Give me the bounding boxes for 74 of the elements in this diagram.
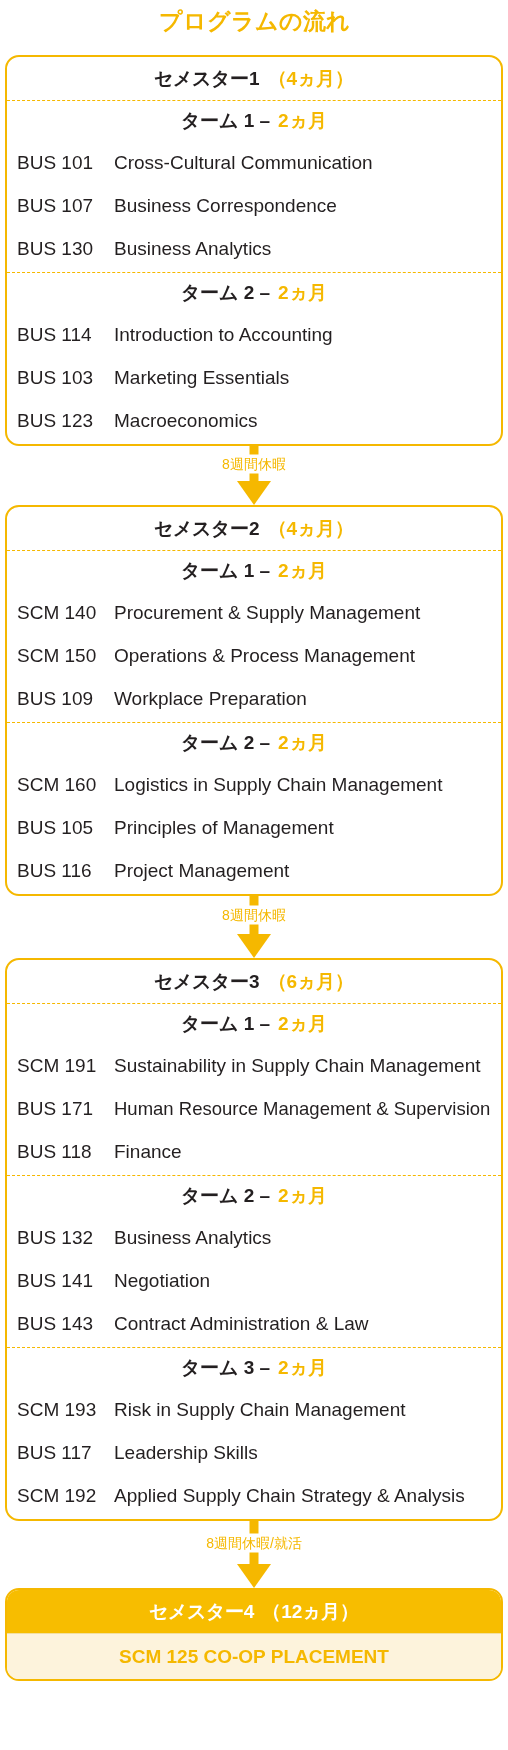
course-code: BUS 114 bbox=[17, 324, 92, 346]
course-code: BUS 118 bbox=[17, 1141, 92, 1163]
course-title: Operations & Process Management bbox=[114, 645, 415, 667]
placement-band bbox=[7, 1633, 501, 1679]
term-heading: ターム 2 – bbox=[181, 1184, 271, 1208]
duration-text: 2ヵ月 bbox=[278, 1356, 327, 1380]
course-code: BUS 109 bbox=[17, 688, 94, 710]
course-code: SCM 193 bbox=[17, 1399, 97, 1421]
course-title: Risk in Supply Chain Management bbox=[114, 1399, 406, 1421]
term-heading: ターム 1 – bbox=[181, 109, 271, 133]
duration-text: （12ヵ月） bbox=[262, 1599, 360, 1624]
term-heading: ターム 3 – bbox=[181, 1356, 271, 1380]
course-title: Applied Supply Chain Strategy & Analysis bbox=[114, 1485, 465, 1507]
duration-text: （4ヵ月） bbox=[267, 516, 355, 541]
course-code: BUS 141 bbox=[17, 1270, 94, 1292]
course-code: BUS 105 bbox=[17, 817, 94, 839]
course-title: Negotiation bbox=[114, 1270, 211, 1292]
term-heading: ターム 2 – bbox=[181, 281, 271, 305]
course-code: BUS 116 bbox=[17, 860, 92, 882]
course-title: Finance bbox=[114, 1141, 182, 1163]
course-title: Contract Administration & Law bbox=[114, 1313, 369, 1335]
duration-text: 2ヵ月 bbox=[278, 1012, 327, 1036]
semester-box bbox=[5, 958, 503, 1521]
semester-heading: セメスター3 bbox=[153, 969, 260, 994]
course-title: Leadership Skills bbox=[114, 1442, 258, 1464]
semester-heading: セメスター2 bbox=[153, 516, 260, 541]
course-code: BUS 171 bbox=[17, 1098, 94, 1120]
duration-text: （6ヵ月） bbox=[267, 969, 355, 994]
course-code: BUS 130 bbox=[17, 238, 94, 260]
course-code: SCM 150 bbox=[17, 645, 97, 667]
course-title: Business Analytics bbox=[114, 238, 272, 260]
semester-heading: セメスター1 bbox=[153, 66, 260, 91]
semester-box bbox=[5, 505, 503, 896]
semester-heading: セメスター4 bbox=[148, 1599, 255, 1624]
title: プログラムの流れ bbox=[158, 7, 350, 36]
course-code: SCM 191 bbox=[17, 1055, 97, 1077]
duration-text: 2ヵ月 bbox=[278, 281, 327, 305]
course-title: Project Management bbox=[114, 860, 290, 882]
semester-box bbox=[5, 55, 503, 446]
edge-label: 8週間休暇 bbox=[219, 454, 289, 473]
course-title: Principles of Management bbox=[114, 817, 334, 839]
duration-text: 2ヵ月 bbox=[278, 1184, 327, 1208]
course-title: Logistics in Supply Chain Management bbox=[114, 774, 443, 796]
course-code: BUS 143 bbox=[17, 1313, 94, 1335]
course-code: BUS 101 bbox=[17, 152, 94, 174]
course-code: SCM 140 bbox=[17, 602, 97, 624]
course-title: Introduction to Accounting bbox=[114, 324, 333, 346]
course-code: SCM 160 bbox=[17, 774, 97, 796]
term-heading: ターム 2 – bbox=[181, 731, 271, 755]
course-title: Workplace Preparation bbox=[114, 688, 307, 710]
course-title: Business Analytics bbox=[114, 1227, 272, 1249]
edge-label: 8週間休暇/就活 bbox=[203, 1533, 305, 1552]
course-title: Macroeconomics bbox=[114, 410, 258, 432]
edge-label: 8週間休暇 bbox=[219, 905, 289, 925]
duration-text: （4ヵ月） bbox=[267, 66, 355, 91]
term-heading: ターム 1 – bbox=[181, 559, 271, 583]
course-title: Marketing Essentials bbox=[114, 367, 290, 389]
duration-text: 2ヵ月 bbox=[278, 109, 327, 133]
course-title: SCM 125 CO-OP PLACEMENT bbox=[119, 1645, 389, 1668]
course-title: Cross-Cultural Communication bbox=[114, 152, 373, 174]
course-code: BUS 107 bbox=[17, 195, 94, 217]
semester-box bbox=[5, 1588, 503, 1681]
course-code: BUS 123 bbox=[17, 410, 94, 432]
course-code: SCM 192 bbox=[17, 1485, 97, 1507]
course-title: Human Resource Management & Supervision bbox=[114, 1098, 491, 1121]
duration-text: 2ヵ月 bbox=[278, 731, 327, 755]
term-heading: ターム 1 – bbox=[181, 1012, 271, 1036]
course-code: BUS 132 bbox=[17, 1227, 94, 1249]
course-title: Sustainability in Supply Chain Management bbox=[114, 1055, 481, 1077]
course-code: BUS 117 bbox=[17, 1442, 92, 1464]
course-title: Procurement & Supply Management bbox=[114, 602, 421, 624]
course-code: BUS 103 bbox=[17, 367, 94, 389]
duration-text: 2ヵ月 bbox=[278, 559, 327, 583]
course-title: Business Correspondence bbox=[114, 195, 337, 217]
